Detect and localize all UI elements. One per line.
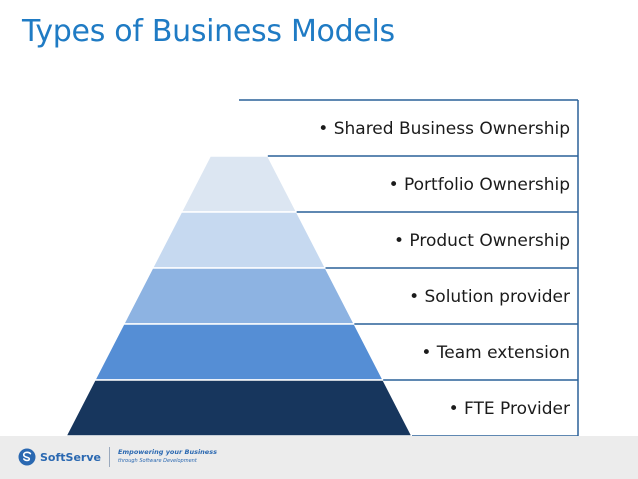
pyramid-level-label-5: • Team extension <box>421 343 570 363</box>
pyramid-level-label-1: • Shared Business Ownership <box>318 119 570 139</box>
logo-divider <box>108 447 110 467</box>
pyramid-level-1 <box>208 98 270 157</box>
footer-bar: SoftServe Empowering your Business throu… <box>0 436 638 479</box>
softserve-logo-icon <box>18 448 36 466</box>
pyramid-level-label-3: • Product Ownership <box>394 231 570 251</box>
pyramid-level-5 <box>93 323 385 381</box>
pyramid-labels: • Shared Business Ownership • Portfolio O… <box>318 119 570 419</box>
pyramid-level-label-6: • FTE Provider <box>449 399 570 419</box>
logo-tagline: Empowering your Business through Softwar… <box>118 448 217 466</box>
company-logo: SoftServe Empowering your Business throu… <box>18 444 217 470</box>
pyramid-level-4 <box>122 267 356 325</box>
pyramid-level-label-4: • Solution provider <box>409 287 570 307</box>
pyramid-level-3 <box>151 211 327 269</box>
pyramid-layers <box>64 98 579 437</box>
pyramid-level-6 <box>64 379 414 437</box>
pyramid-level-label-2: • Portfolio Ownership <box>389 175 570 195</box>
pyramid-level-2 <box>180 155 298 213</box>
logo-text: SoftServe <box>40 450 101 464</box>
tagline-line1: Empowering your Business <box>117 448 217 456</box>
slide-title: Types of Business Models <box>22 14 395 49</box>
tagline-line2: through Software Development <box>117 458 197 464</box>
